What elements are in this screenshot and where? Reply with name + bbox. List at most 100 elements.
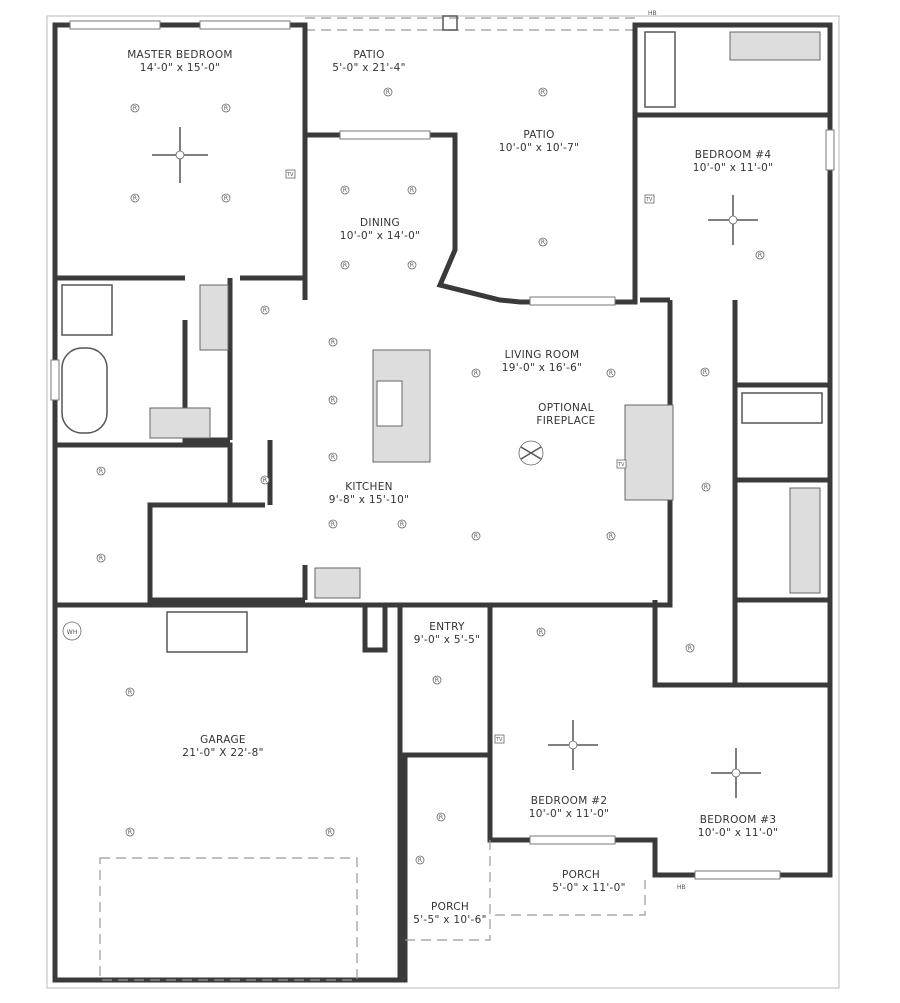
room-name: PATIO (353, 49, 384, 61)
recessed-light-label: R (400, 521, 404, 528)
room-size: 10'-0" x 11'-0" (698, 827, 778, 839)
recessed-light-label: R (758, 252, 762, 259)
recessed-light-icon (383, 87, 393, 97)
recessed-light-icon (755, 250, 765, 260)
recessed-light-label: R (343, 262, 347, 269)
vanity (729, 31, 821, 61)
recessed-light-icon (221, 103, 231, 113)
recessed-light-label: R (474, 370, 478, 377)
shower (61, 284, 113, 336)
ceiling-fan-icon (708, 195, 758, 245)
recessed-light-label: R (224, 105, 228, 112)
room-name: ENTRY (429, 621, 465, 633)
room-name: BEDROOM #4 (695, 149, 772, 161)
fireplace-label: FIREPLACE (536, 415, 595, 427)
recessed-light-label: R (539, 629, 543, 636)
svg-text:TV: TV (645, 197, 653, 203)
vanity (199, 284, 229, 351)
room-size: 19'-0" x 16'-6" (502, 362, 582, 374)
room-size: 5'-0" x 11'-0" (552, 882, 626, 894)
ceiling-fan-icon (711, 748, 761, 798)
recessed-light-label: R (133, 105, 137, 112)
room-name: PORCH (431, 901, 469, 913)
room-size: 21'-0" X 22'-8" (182, 747, 263, 759)
room-name: DINING (360, 217, 400, 229)
hose-bib-label: HB (648, 10, 657, 17)
patio-roofline (305, 17, 635, 31)
recessed-light-icon (397, 519, 407, 529)
recessed-light-label: R (410, 262, 414, 269)
room-size: 14'-0" x 15'-0" (140, 62, 220, 74)
recessed-light-icon (96, 466, 106, 476)
porch-outline (405, 840, 646, 941)
exterior-walls (52, 22, 833, 983)
recessed-light-icon (328, 395, 338, 405)
recessed-light-icon (260, 305, 270, 315)
room-name: KITCHEN (345, 481, 393, 493)
recessed-light-label: R (541, 89, 545, 96)
room-size: 10'-0" x 11'-0" (693, 162, 773, 174)
bathtub (644, 31, 676, 108)
chandelier-icon (518, 440, 544, 466)
window (199, 20, 291, 30)
recessed-light-icon (325, 827, 335, 837)
ceiling-fan-icon (548, 720, 598, 770)
garage-storage (166, 611, 248, 653)
interior-walls (55, 25, 830, 980)
recessed-light-label: R (331, 397, 335, 404)
recessed-light-label: R (439, 814, 443, 821)
room-labels: MASTER BEDROOM 14'-0" x 15'-0" PATIO 5'-… (127, 49, 778, 926)
recessed-light-label: R (128, 689, 132, 696)
recessed-light-label: R (474, 533, 478, 540)
garage-door-outline (99, 857, 358, 981)
recessed-light-icon (125, 827, 135, 837)
recessed-light-icon (685, 643, 695, 653)
recessed-light-icon (221, 193, 231, 203)
recessed-light-icon (407, 260, 417, 270)
recessed-light-icon (538, 87, 548, 97)
window (529, 296, 616, 306)
recessed-light-icon (96, 553, 106, 563)
water-heater-icon: WH (62, 621, 82, 641)
vanity (789, 487, 821, 594)
vanity (149, 407, 211, 439)
window (339, 130, 431, 140)
recessed-light-label: R (418, 857, 422, 864)
recessed-light-icon (606, 531, 616, 541)
room-size: 9'-8" x 15'-10" (329, 494, 409, 506)
bathtub (61, 347, 108, 434)
recessed-light-label: R (133, 195, 137, 202)
tv-markers: TV TV TV TV (285, 169, 655, 744)
recessed-light-label: R (541, 239, 545, 246)
counter (314, 567, 361, 599)
recessed-light-label: R (263, 307, 267, 314)
recessed-light-icon (606, 368, 616, 378)
recessed-light-icon (471, 531, 481, 541)
fireplace-label: OPTIONAL (538, 402, 594, 414)
recessed-light-icon (125, 687, 135, 697)
recessed-light-label: R (410, 187, 414, 194)
recessed-light-icon (538, 237, 548, 247)
svg-text:TV: TV (617, 462, 625, 468)
recessed-light-icon (700, 367, 710, 377)
room-size: 9'-0" x 5'-5" (414, 634, 481, 646)
room-size: 10'-0" x 11'-0" (529, 808, 609, 820)
window (69, 20, 161, 30)
room-size: 10'-0" x 10'-7" (499, 142, 579, 154)
ceiling-fan-icon (152, 127, 208, 183)
recessed-light-label: R (688, 645, 692, 652)
recessed-light-label: R (331, 454, 335, 461)
recessed-light-label: R (703, 369, 707, 376)
recessed-light-icon (340, 185, 350, 195)
fireplace (624, 404, 674, 501)
window (50, 359, 60, 401)
recessed-light-label: R (99, 555, 103, 562)
recessed-light-label: R (386, 89, 390, 96)
room-name: LIVING ROOM (505, 349, 580, 361)
room-size: 5'-5" x 10'-6" (413, 914, 487, 926)
recessed-light-icon (260, 475, 270, 485)
recessed-light-label: R (704, 484, 708, 491)
room-size: 5'-0" x 21'-4" (332, 62, 406, 74)
sink (376, 380, 403, 427)
